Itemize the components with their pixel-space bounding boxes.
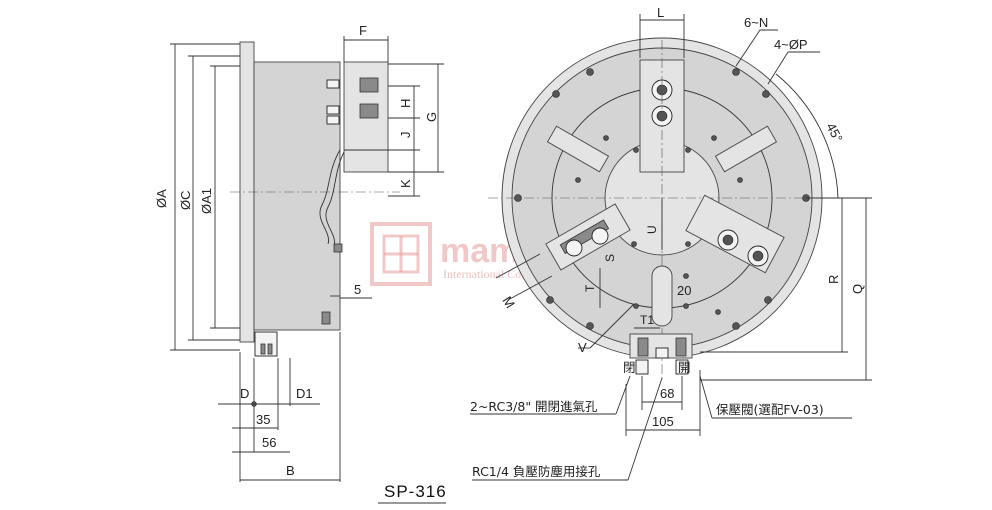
callout-valve: 保壓閥(選配FV-03) [716,402,824,417]
dim-label-4p: 4~ØP [774,37,808,52]
dim-label-6n: 6~N [744,15,768,30]
dim-label-20: 20 [677,283,691,298]
dim-label-u: U [645,225,659,234]
port-label-close: 閉 [623,360,636,375]
dim-label-t1: T1 [640,313,654,327]
dim-label-l: L [657,5,664,20]
dim-label-68: 68 [660,386,674,401]
dim-label-a1: ØA1 [199,188,214,214]
dim-label-45deg: 45° [823,120,845,144]
dim-label-j: J [398,132,413,139]
dim-label-c: ØC [178,191,193,211]
dim-label-35: 35 [256,412,270,427]
port-label-open: 開 [678,360,691,375]
dim-label-a: ØA [154,189,169,208]
dim-label-105: 105 [652,414,674,429]
dim-label-56: 56 [262,435,276,450]
dim-label-s: S [603,254,617,262]
drawing-title: SP-316 [384,482,447,501]
front-view: 閉 開 L 6~N 4~ØP 45° U S T T1 20 M [470,5,872,481]
side-hose [319,149,341,245]
dim-label-g: G [424,112,439,122]
dim-label-d: D [240,386,249,401]
callout-rc38: 2~RC3/8" 開閉進氣孔 [470,399,598,414]
callout-rc14: RC1/4 負壓防塵用接孔 [472,464,601,479]
dim-label-d1: D1 [296,386,313,401]
dim-label-t: T [583,284,597,292]
side-body [253,61,341,331]
dim-label-b: B [286,463,295,478]
side-view: ØA ØC ØA1 F G H J K 5 [154,23,447,504]
dim-label-r: R [826,275,841,284]
dim-label-h: H [398,99,413,108]
dim-label-k: K [398,179,413,188]
dim-label-f: F [359,23,367,38]
dim-label-q: Q [850,284,865,294]
dim-label-5: 5 [354,282,361,297]
watermark-seal [370,222,432,286]
dim-label-v: V [578,340,587,355]
